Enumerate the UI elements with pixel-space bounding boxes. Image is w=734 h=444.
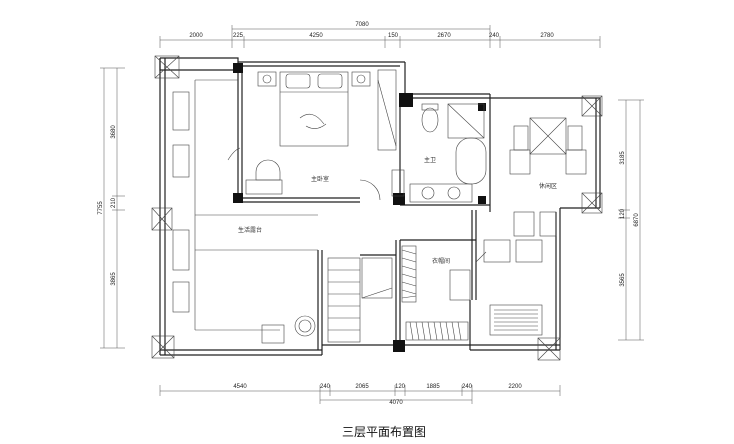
dim-top-2: 225 xyxy=(233,33,244,39)
dim-right-1: 3185 xyxy=(620,151,626,165)
dim-top-6: 240 xyxy=(489,33,500,39)
dim-bottom-1: 4540 xyxy=(233,384,247,390)
dim-bottom-3: 2065 xyxy=(355,384,369,390)
room-label-terrace: 生活露台 xyxy=(238,226,262,234)
dim-bottom-6: 240 xyxy=(462,384,473,390)
dim-bottom-5: 1885 xyxy=(426,384,440,390)
bedroom-furniture xyxy=(227,69,397,201)
top-dimension-chain: 2000 225 4250 150 2670 240 2780 7080 xyxy=(159,22,601,48)
bottom-dimension-chain: 4540 240 2065 120 1885 240 2200 4070 xyxy=(159,384,561,406)
dim-top-total: 7080 xyxy=(355,22,369,28)
dim-top-7: 2780 xyxy=(540,33,554,39)
corner-columns xyxy=(151,55,603,361)
dim-bottom-total: 4070 xyxy=(389,400,403,406)
room-label-lounge: 休闲区 xyxy=(539,182,557,190)
dim-top-3: 4250 xyxy=(309,33,323,39)
room-label-master-bedroom: 主卧室 xyxy=(311,175,329,183)
right-dimension-chain: 3185 120 3565 6870 xyxy=(618,99,644,341)
dim-bottom-7: 2200 xyxy=(508,384,522,390)
walls xyxy=(159,57,601,356)
dim-left-2: 210 xyxy=(111,197,117,208)
dim-top-5: 2670 xyxy=(437,33,451,39)
left-dimension-chain: 3680 210 3865 7755 xyxy=(98,67,125,349)
terrace-planters xyxy=(172,79,318,344)
bathroom-fixtures xyxy=(391,103,487,203)
dim-left-1: 3680 xyxy=(111,125,117,139)
dim-left-3: 3865 xyxy=(111,272,117,286)
room-label-master-bath: 主卫 xyxy=(424,156,436,164)
dim-bottom-2: 240 xyxy=(320,384,331,390)
stairs xyxy=(327,257,393,343)
drawing-title: 三层平面布置图 xyxy=(342,425,426,439)
lounge-furniture xyxy=(483,117,587,336)
wardrobe xyxy=(401,245,487,341)
room-label-laundry: 衣帽间 xyxy=(432,257,450,265)
dim-right-total: 6870 xyxy=(634,213,640,227)
dim-top-4: 150 xyxy=(388,33,399,39)
dim-right-2: 120 xyxy=(620,208,626,219)
dim-left-total: 7755 xyxy=(98,201,104,215)
dim-right-3: 3565 xyxy=(620,273,626,287)
dim-bottom-4: 120 xyxy=(395,384,406,390)
dim-top-1: 2000 xyxy=(189,33,203,39)
